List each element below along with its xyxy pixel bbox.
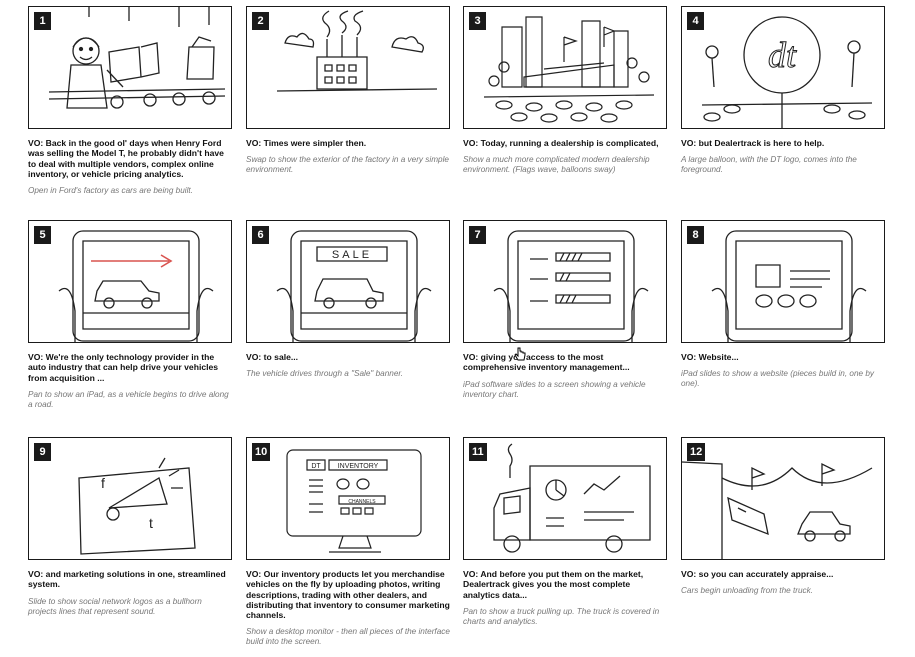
direction-text: Cars begin unloading from the truck.	[681, 586, 813, 596]
storyboard-panel-6: SALE 6 VO: to sale... The vehicle drives…	[246, 220, 450, 379]
storyboard-panel-1: 1 VO: Back in the good ol' days when Hen…	[28, 6, 232, 196]
direction-text: Slide to show social network logos as a …	[28, 596, 202, 616]
voiceover-text: VO: so you can accurately appraise...	[681, 569, 834, 579]
storyboard-panel-12: 12 VO: so you can accurately appraise...…	[681, 437, 885, 596]
storyboard-panel-2: 2 VO: Times were simpler then. Swap to s…	[246, 6, 450, 175]
ipad-sale-sketch: SALE	[247, 221, 449, 342]
storyboard-panel-9: f t 9 VO: and marketing solutions in one…	[28, 437, 232, 617]
voiceover-text: VO: and marketing solutions in one, stre…	[28, 569, 226, 590]
sketch-frame: 11	[463, 437, 667, 560]
inventory-label: INVENTORY	[338, 463, 379, 470]
sale-banner-text: SALE	[332, 249, 372, 261]
factory-interior-sketch	[29, 7, 231, 128]
panel-number: 4	[687, 12, 704, 30]
voiceover-text: VO: We're the only technology provider i…	[28, 352, 219, 383]
dt-balloon-sketch: dt	[682, 7, 884, 128]
voiceover-text: VO: Our inventory products let you merch…	[246, 569, 450, 621]
direction-text: Pan to show a truck pulling up. The truc…	[463, 606, 660, 626]
dealership-sketch	[464, 7, 666, 128]
voiceover-text: VO: Website...	[681, 352, 739, 362]
panel-number: 11	[469, 443, 487, 461]
direction-text: The vehicle drives through a "Sale" bann…	[246, 369, 404, 379]
factory-exterior-sketch	[247, 7, 449, 128]
sketch-frame: f t 9	[28, 437, 232, 560]
direction-text: Open in Ford's factory as cars are being…	[28, 186, 193, 196]
direction-text: A large balloon, with the DT logo, comes…	[681, 155, 857, 175]
bullhorn-social-sketch: f t	[29, 438, 231, 559]
storyboard-panel-5: 5 VO: We're the only technology provider…	[28, 220, 232, 410]
voiceover-text: VO: And before you put them on the marke…	[463, 569, 644, 600]
dt-logo-text: dt	[768, 35, 797, 75]
sketch-frame: 5	[28, 220, 232, 343]
direction-text: Swap to show the exterior of the factory…	[246, 155, 449, 175]
dt-label: DT	[311, 463, 321, 470]
sketch-frame: 12	[681, 437, 885, 560]
channels-label: CHANNELS	[348, 499, 376, 505]
sketch-frame: 8	[681, 220, 885, 343]
panel-number: 6	[252, 226, 269, 244]
panel-number: 3	[469, 12, 486, 30]
unloading-cars-sketch	[682, 438, 884, 559]
panel-number: 1	[34, 12, 51, 30]
panel-number: 7	[469, 226, 486, 244]
direction-text: iPad slides to show a website (pieces bu…	[681, 369, 874, 389]
analytics-truck-sketch	[464, 438, 666, 559]
sketch-frame: SALE 6	[246, 220, 450, 343]
ipad-inventory-sketch	[464, 221, 666, 342]
voiceover-text: VO: Back in the good ol' days when Henry…	[28, 138, 224, 179]
sketch-frame: 7	[463, 220, 667, 343]
sketch-frame: 2	[246, 6, 450, 129]
ipad-website-sketch	[682, 221, 884, 342]
panel-number: 12	[687, 443, 706, 461]
storyboard-panel-3: 3 VO: Today, running a dealership is com…	[463, 6, 667, 175]
sketch-frame: 3	[463, 6, 667, 129]
storyboard-panel-7: 7 VO: giving you access to the most comp…	[463, 220, 667, 400]
storyboard-panel-10: DT INVENTORY CHANNELS 10 VO: Our invento…	[246, 437, 450, 647]
voiceover-text: VO: Times were simpler then.	[246, 138, 367, 148]
voiceover-text: VO: giving you access to the most compre…	[463, 352, 630, 373]
direction-text: Show a desktop monitor - then all pieces…	[246, 627, 450, 647]
sketch-frame: 1	[28, 6, 232, 129]
panel-number: 5	[34, 226, 51, 244]
sketch-frame: dt 4	[681, 6, 885, 129]
panel-number: 9	[34, 443, 51, 461]
svg-text:t: t	[149, 515, 153, 531]
voiceover-text: VO: Today, running a dealership is compl…	[463, 138, 659, 148]
storyboard-panel-8: 8 VO: Website... iPad slides to show a w…	[681, 220, 885, 389]
storyboard-panel-4: dt 4 VO: but Dealertrack is here to help…	[681, 6, 885, 175]
direction-text: Show a much more complicated modern deal…	[463, 155, 650, 175]
sketch-frame: DT INVENTORY CHANNELS 10	[246, 437, 450, 560]
direction-text: iPad software slides to a screen showing…	[463, 379, 646, 399]
ipad-road-sketch	[29, 221, 231, 342]
panel-number: 2	[252, 12, 269, 30]
svg-text:f: f	[101, 475, 105, 491]
hand-cursor-icon	[513, 347, 527, 363]
storyboard-panel-11: 11 VO: And before you put them on the ma…	[463, 437, 667, 627]
panel-number: 10	[252, 443, 271, 461]
panel-number: 8	[687, 226, 704, 244]
direction-text: Pan to show an iPad, as a vehicle begins…	[28, 389, 229, 409]
desktop-monitor-sketch: DT INVENTORY CHANNELS	[247, 438, 449, 559]
voiceover-text: VO: but Dealertrack is here to help.	[681, 138, 825, 148]
voiceover-text: VO: to sale...	[246, 352, 299, 362]
